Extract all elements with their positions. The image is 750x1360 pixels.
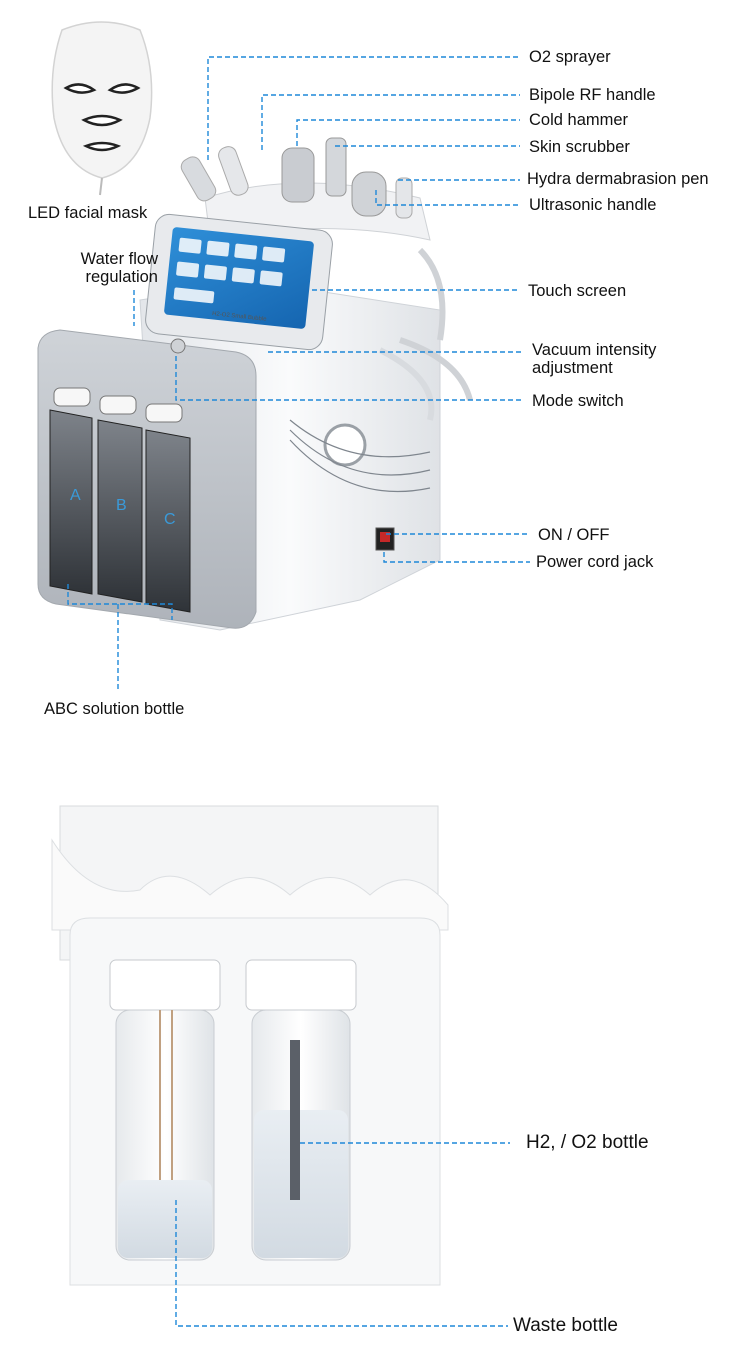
label-abc-bottle: ABC solution bottle xyxy=(44,700,185,718)
leader-power-jack xyxy=(383,552,530,563)
leader-waste xyxy=(175,1200,508,1327)
label-water-flow: Water flow regulation xyxy=(80,250,158,286)
label-touch-screen: Touch screen xyxy=(528,282,627,300)
bottle-letter-b: B xyxy=(116,497,127,514)
label-led-mask: LED facial mask xyxy=(28,204,148,222)
leader-ultrasonic xyxy=(375,190,520,206)
leader-bipole-rf xyxy=(261,94,520,150)
leader-cold-hammer xyxy=(296,119,520,146)
label-mode-switch: Mode switch xyxy=(532,392,624,410)
label-o2-sprayer: O2 sprayer xyxy=(529,48,611,66)
label-cold-hammer: Cold hammer xyxy=(529,111,629,129)
label-h2-o2: H2, / O2 bottle xyxy=(526,1132,649,1153)
label-on-off: ON / OFF xyxy=(538,526,610,544)
label-ultrasonic: Ultrasonic handle xyxy=(529,196,657,214)
leader-abc-bracket xyxy=(67,584,173,620)
leader-o2-sprayer xyxy=(207,56,520,160)
label-bipole-rf: Bipole RF handle xyxy=(529,86,656,104)
label-hydra-pen: Hydra dermabrasion pen xyxy=(527,170,709,188)
screen-brand-text: H2-O2 Small Bubble xyxy=(212,311,268,323)
leader-lines xyxy=(67,56,530,1327)
bottle-letter-a: A xyxy=(70,487,81,504)
label-power-jack: Power cord jack xyxy=(536,553,654,571)
leader-mode-switch xyxy=(175,356,524,401)
bottle-letter-c: C xyxy=(164,511,176,528)
label-waste: Waste bottle xyxy=(513,1315,618,1336)
label-skin-scrubber: Skin scrubber xyxy=(529,138,630,156)
main-body-illustration xyxy=(37,213,473,631)
back-unit-illustration xyxy=(51,805,449,1286)
label-vacuum: Vacuum intensity adjustment xyxy=(532,341,657,377)
led-mask-illustration xyxy=(51,21,153,196)
